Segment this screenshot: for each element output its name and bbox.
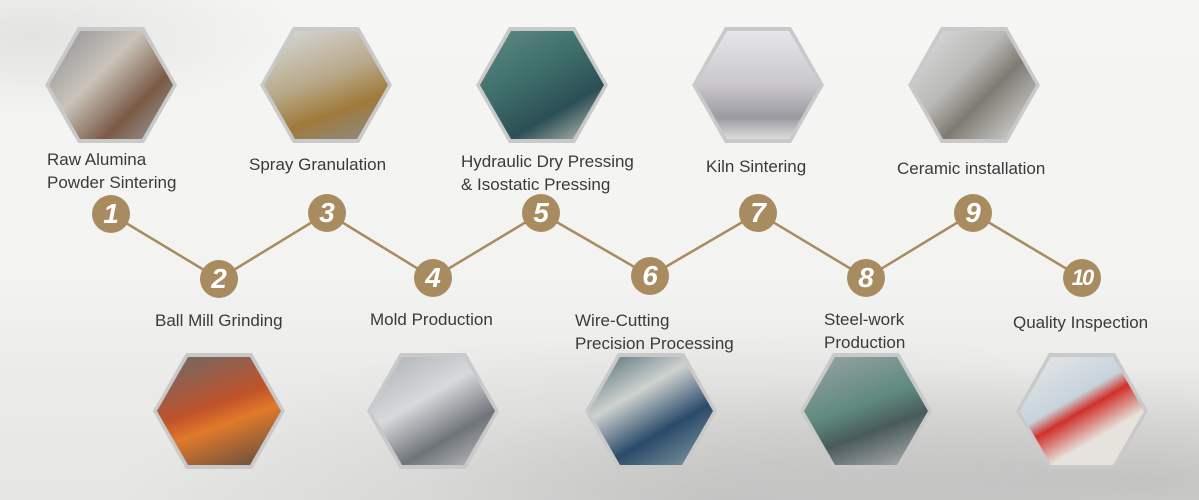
step-label-8: Steel-work Production [824, 308, 905, 354]
label-line: Quality Inspection [1013, 313, 1149, 332]
label-line: Mold Production [370, 310, 493, 329]
step-label-2: Ball Mill Grinding [155, 309, 283, 332]
photo-raw-alumina-sintering [45, 27, 177, 143]
step-label-10: Quality Inspection [1013, 311, 1148, 334]
label-line: Kiln Sintering [706, 157, 807, 176]
step-number-2: 2 [200, 260, 238, 298]
photo-spray-granulation [260, 27, 392, 143]
step-label-3: Spray Granulation [249, 153, 386, 176]
step-number-1: 1 [92, 195, 130, 233]
step-label-1: Raw Alumina Powder Sintering [47, 148, 176, 194]
step-number-8: 8 [847, 259, 885, 297]
label-line: Ball Mill Grinding [155, 311, 283, 330]
step-label-5: Hydraulic Dry Pressing & Isostatic Press… [461, 150, 634, 196]
step-number-10: 10 [1063, 259, 1101, 297]
step-number-5: 5 [522, 194, 560, 232]
step-number-9: 9 [954, 194, 992, 232]
label-line: Precision Processing [575, 334, 734, 353]
label-line: Steel-work [824, 310, 905, 329]
label-line: Hydraulic Dry Pressing [461, 152, 634, 171]
label-line: Powder Sintering [47, 173, 177, 192]
step-number-4: 4 [414, 259, 452, 297]
step-label-4: Mold Production [370, 308, 493, 331]
label-line: Ceramic installation [897, 159, 1046, 178]
step-number-6: 6 [631, 257, 669, 295]
label-line: Spray Granulation [249, 155, 387, 174]
label-line: Production [824, 333, 906, 352]
photo-wire-cutting [585, 353, 717, 469]
label-line: Wire-Cutting [575, 311, 670, 330]
step-label-7: Kiln Sintering [706, 155, 806, 178]
process-path [110, 211, 1083, 281]
step-number-7: 7 [739, 194, 777, 232]
photo-ball-mill-grinding [153, 353, 285, 469]
step-label-9: Ceramic installation [897, 157, 1045, 180]
step-label-6: Wire-Cutting Precision Processing [575, 309, 734, 355]
step-number-3: 3 [308, 194, 346, 232]
photo-mold-production [367, 353, 499, 469]
label-line: & Isostatic Pressing [461, 175, 611, 194]
photo-quality-inspection [1016, 353, 1148, 469]
label-line: Raw Alumina [47, 150, 147, 169]
photo-steel-work [800, 353, 932, 469]
